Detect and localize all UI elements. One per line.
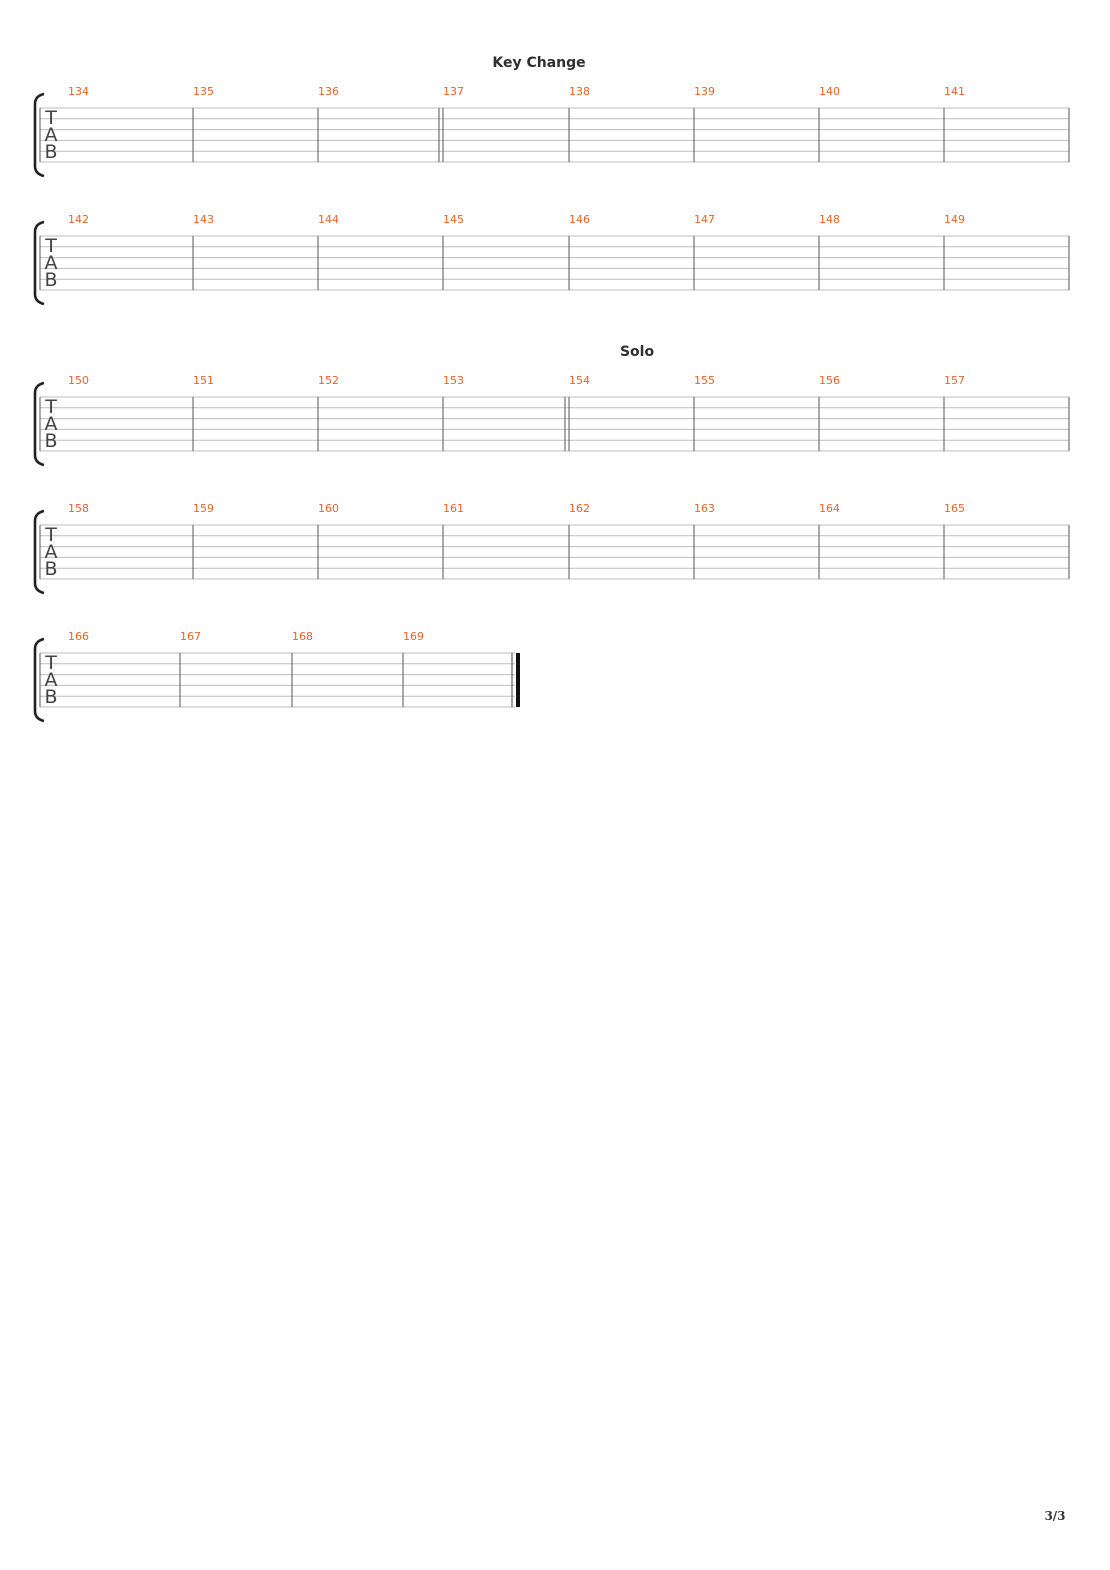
bar-number: 135 [193,85,214,98]
bar-number: 138 [569,85,590,98]
tab-clef-letter: T [44,652,57,674]
bar-number: 167 [180,630,201,643]
bar-number: 148 [819,213,840,226]
tab-clef-letter: B [44,686,57,708]
bar-number: 158 [68,502,89,515]
bar-number: 164 [819,502,840,515]
bar-number: 146 [569,213,590,226]
bar-number: 144 [318,213,339,226]
bar-number: 149 [944,213,965,226]
tab-clef-letter: A [45,413,58,435]
bar-number: 143 [193,213,214,226]
bar-number: 151 [193,374,214,387]
bar-number: 157 [944,374,965,387]
bar-number: 166 [68,630,89,643]
bar-number: 141 [944,85,965,98]
bar-number: 145 [443,213,464,226]
section-label: Solo [620,344,655,360]
bar-number: 169 [403,630,424,643]
bar-number: 147 [694,213,715,226]
bar-number: 137 [443,85,464,98]
tab-clef-letter: T [44,524,57,546]
bar-number: 134 [68,85,89,98]
bar-number: 160 [318,502,339,515]
tab-clef-letter: B [44,430,57,452]
bar-number: 163 [694,502,715,515]
bar-number: 159 [193,502,214,515]
bar-number: 139 [694,85,715,98]
page-number: 3/3 [1044,1509,1066,1523]
bar-number: 156 [819,374,840,387]
bar-number: 161 [443,502,464,515]
bar-number: 168 [292,630,313,643]
bar-number: 155 [694,374,715,387]
bar-number: 153 [443,374,464,387]
bar-number: 150 [68,374,89,387]
tab-clef-letter: T [44,107,57,129]
bar-number: 142 [68,213,89,226]
tab-clef-letter: B [44,558,57,580]
system-bracket [33,220,45,306]
bar-number: 162 [569,502,590,515]
tab-clef-letter: A [45,252,58,274]
tab-clef-letter: T [44,235,57,257]
bar-number: 152 [318,374,339,387]
system-bracket [33,637,45,723]
tab-clef-letter: B [44,141,57,163]
system-bracket [33,381,45,467]
bar-number: 136 [318,85,339,98]
bar-number: 154 [569,374,590,387]
tab-clef-letter: T [44,396,57,418]
tab-clef-letter: A [45,669,58,691]
tab-clef-letter: B [44,269,57,291]
section-label: Key Change [492,55,585,71]
tab-clef-letter: A [45,124,58,146]
system-bracket [33,92,45,178]
bar-number: 140 [819,85,840,98]
system-bracket [33,509,45,595]
tab-clef-letter: A [45,541,58,563]
bar-number: 165 [944,502,965,515]
